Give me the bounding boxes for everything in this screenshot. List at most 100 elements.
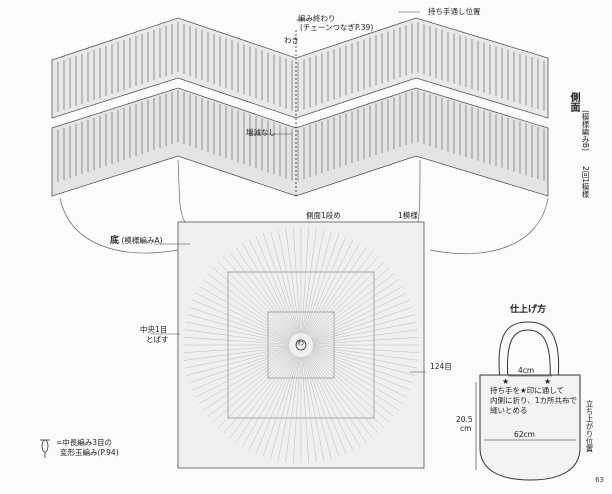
- finishing-height-20: 20.5: [456, 415, 473, 424]
- stitch-ray: [195, 350, 291, 398]
- bottom-title-text: 底: [110, 236, 120, 246]
- stitch-ray: [311, 349, 411, 391]
- stitch-ray: [310, 272, 395, 338]
- handle-position-label: 持ち手通し位置: [428, 7, 481, 16]
- stitch-ray: [312, 345, 419, 353]
- stitch-ray: [307, 354, 367, 444]
- stitch-ray: [228, 251, 294, 336]
- stitch-ray: [309, 267, 390, 338]
- stitch-ray: [301, 227, 309, 334]
- legend-line2: 変形玉編み(P.94): [60, 448, 119, 457]
- stitch-ray: [302, 227, 317, 334]
- stitch-ray: [308, 354, 374, 439]
- stitch-ray: [303, 229, 325, 334]
- bottom-one-pattern-label: 1模様: [398, 211, 418, 220]
- stitch-ray: [308, 353, 379, 434]
- stitch-ray: [207, 352, 292, 418]
- stitch-ray: [312, 329, 419, 344]
- finishing-position-label: 立ち上がり位置: [585, 400, 594, 453]
- stitch-ray: [312, 347, 417, 369]
- stitch-ray: [183, 345, 290, 353]
- finishing-note-3: 縫いとめる: [490, 406, 528, 415]
- stitch-ray: [312, 346, 419, 361]
- finished-bag-diagram: ★ ★: [475, 321, 581, 481]
- stitch-ray: [302, 356, 317, 463]
- stitch-ray: [195, 292, 291, 340]
- stitch-ray: [308, 256, 379, 337]
- bottom-panel-chart: [177, 221, 425, 469]
- stitch-ray: [248, 239, 296, 335]
- stitch-ray: [183, 337, 290, 345]
- round-count-label: 124目: [430, 362, 452, 371]
- stitch-ray: [311, 292, 407, 340]
- bottom-round1-label: 側面1段め: [306, 211, 341, 220]
- side-panel-rounds: 2回1模様: [581, 166, 590, 199]
- stitch-ray: [223, 256, 294, 337]
- stitch-ray: [309, 261, 385, 337]
- stitch-ray: [255, 355, 297, 455]
- stitch-ray: [228, 354, 294, 439]
- stitch-ray: [306, 355, 354, 451]
- stitch-ray: [202, 351, 292, 411]
- stitch-ray: [311, 285, 404, 340]
- stitch-ray: [306, 239, 354, 335]
- stitch-ray: [191, 299, 291, 341]
- stitch-ray: [310, 352, 395, 418]
- stitch-ray: [311, 299, 411, 341]
- side-panel-upper-band: [51, 17, 549, 119]
- stitch-ray: [235, 246, 295, 336]
- stitch-ray: [310, 351, 400, 411]
- stitch-ray: [185, 347, 290, 369]
- stitch-ray: [277, 356, 299, 461]
- stitch-ray: [285, 227, 300, 334]
- stitch-ray: [306, 242, 361, 335]
- stitch-ray: [223, 353, 294, 434]
- finishing-title: 仕上げ方: [510, 305, 547, 315]
- stitch-ray: [186, 314, 290, 343]
- stitch-ray: [285, 356, 300, 463]
- stitch-ray: [293, 356, 301, 463]
- stitch-ray: [217, 353, 293, 429]
- stitch-ray: [212, 352, 293, 423]
- stitch-ray: [304, 356, 340, 457]
- stitch-ray: [235, 354, 295, 444]
- stitch-ray: [185, 321, 290, 343]
- finishing-note-2: 内側に折り、1カ所共布で: [490, 396, 577, 405]
- stitch-ray: [270, 356, 299, 460]
- stitch-ray: [255, 235, 297, 335]
- bag-body: [479, 374, 581, 481]
- stitch-ray: [305, 355, 347, 455]
- stitch-ray: [312, 348, 413, 384]
- stitch-ray: [312, 337, 419, 345]
- stitch-ray: [262, 233, 298, 334]
- stitch-ray: [311, 350, 404, 405]
- stitch-ray: [307, 246, 367, 336]
- stitch-ray: [309, 353, 385, 429]
- side-mark-label: わき: [284, 36, 299, 45]
- stitch-ray: [189, 348, 290, 384]
- stitch-ray: [310, 279, 400, 339]
- side-panel-stitches: [57, 22, 545, 182]
- stitch-ray: [301, 356, 309, 463]
- leader-lines: [150, 11, 426, 373]
- finishing-width-62: 62cm: [514, 430, 535, 439]
- stitch-ray: [303, 230, 332, 334]
- stitch-ray: [207, 272, 292, 338]
- finishing-note-1: 持ち手を★印に通して: [490, 386, 564, 395]
- legend-line1: =中長編み3目の: [56, 438, 113, 447]
- stitch-ray: [198, 350, 291, 405]
- svg-text:★: ★: [502, 377, 509, 386]
- page-number: 63: [595, 476, 604, 484]
- bag-handle-outer: [498, 321, 560, 381]
- stitch-ray: [212, 267, 293, 338]
- stitch-ray: [312, 314, 416, 343]
- legend-symbol: [40, 439, 50, 458]
- bag-handle-inner: [506, 329, 551, 381]
- stitch-ray: [217, 261, 293, 337]
- bottom-panel-stitches: [183, 227, 419, 463]
- stitch-ray: [305, 235, 347, 335]
- svg-text:★: ★: [544, 377, 551, 386]
- side-panel-title: 側面: [568, 92, 579, 112]
- center-round1-label: 中央1目: [140, 325, 168, 334]
